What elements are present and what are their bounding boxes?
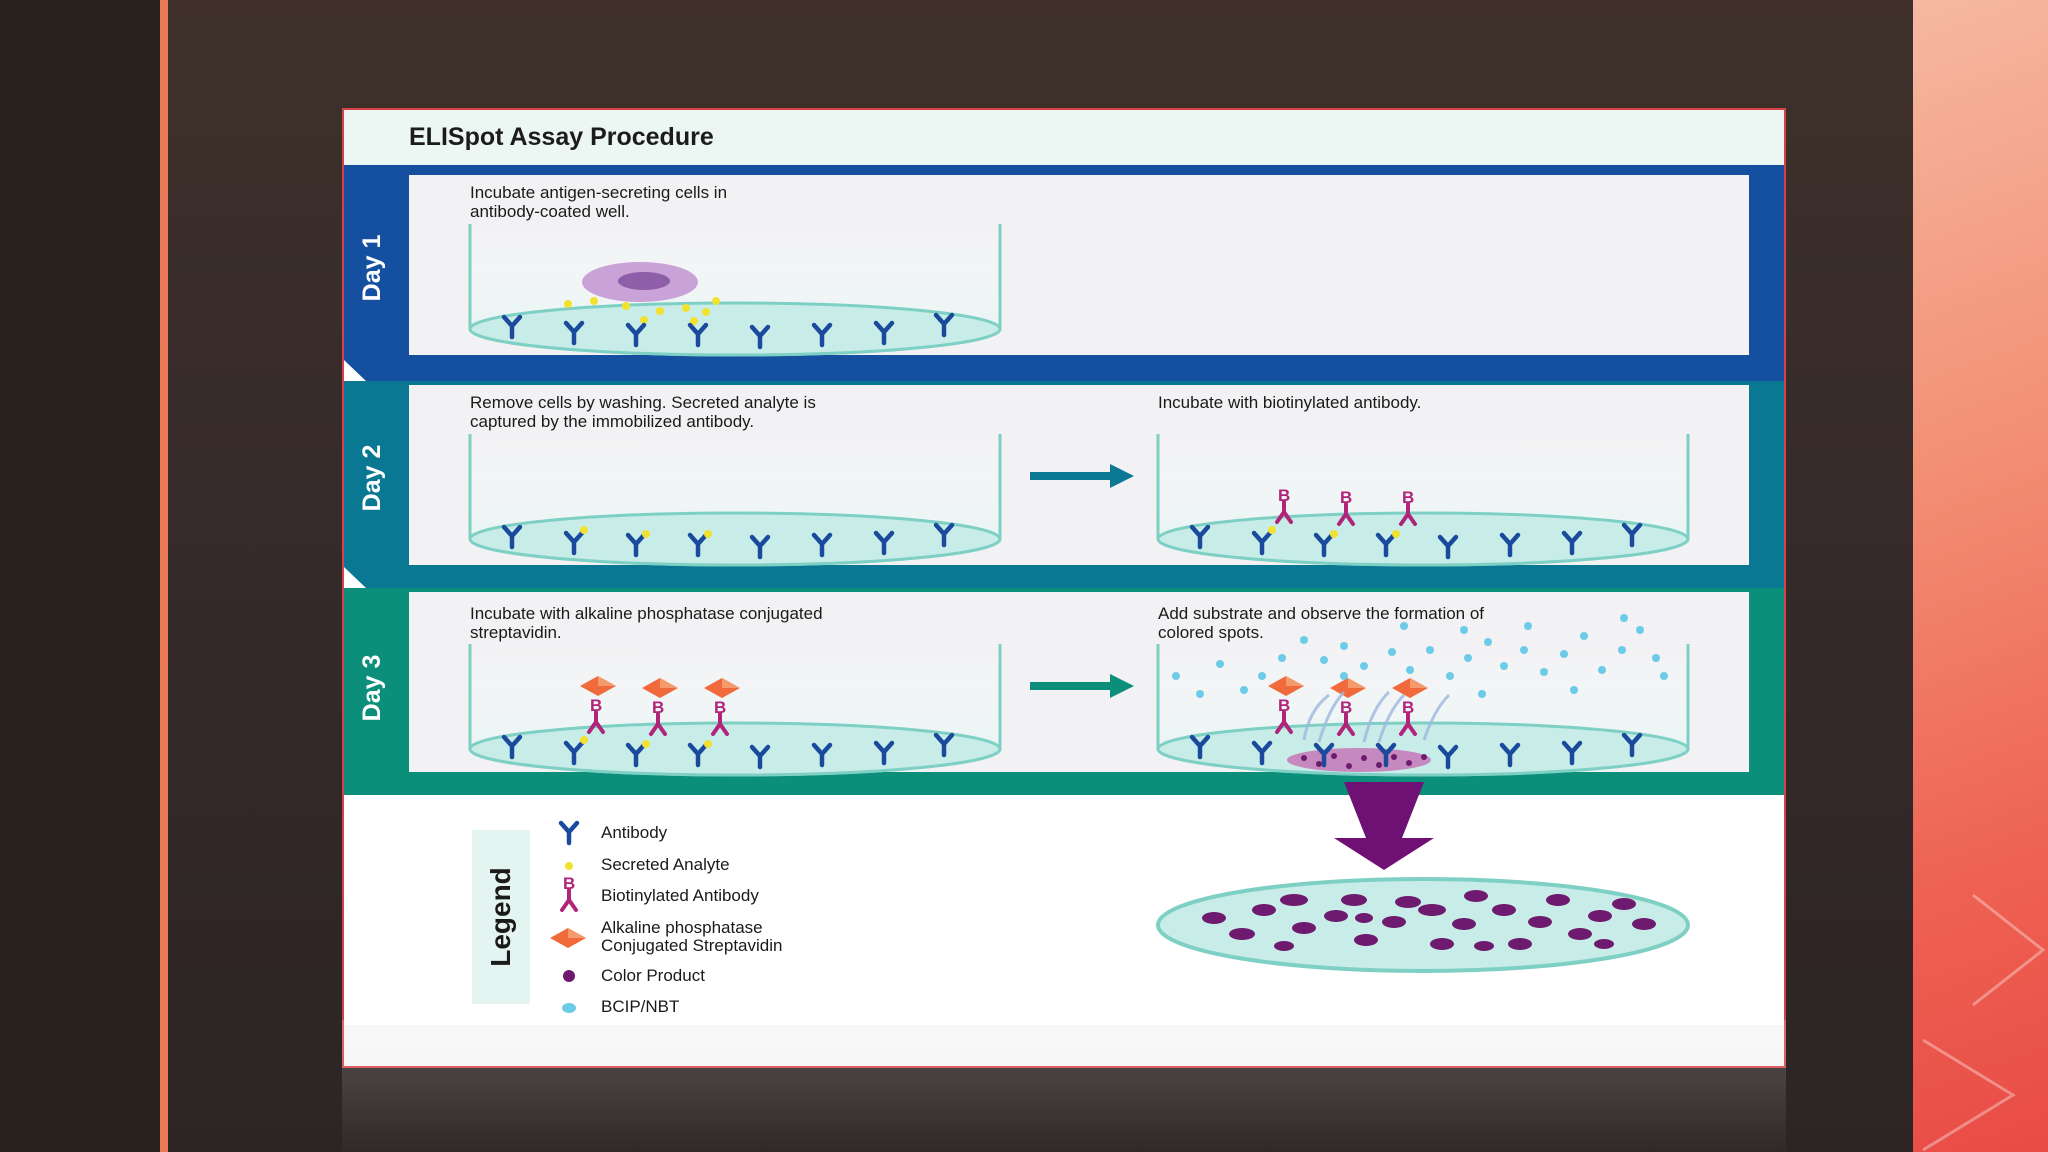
color-spots — [1202, 890, 1656, 951]
day1-well — [468, 224, 1002, 357]
yellow-dot-icon — [565, 862, 573, 870]
day2-caption-a-line1: Remove cells by washing. Secreted analyt… — [470, 393, 816, 412]
legend-streptavidin-label1: Alkaline phosphatase — [601, 918, 763, 937]
header-band — [344, 110, 1784, 170]
day3-caption-b-line2: colored spots. — [1158, 623, 1264, 642]
day2-well-a — [468, 434, 1002, 567]
legend: Legend Antibody Secreted Analyte Biotiny… — [472, 823, 782, 1016]
elispot-diagram: B ELISpot Assay Procedure Day 1 Incubate… — [344, 110, 1784, 1066]
substrate-dots — [1172, 614, 1668, 698]
purple-dot-icon — [563, 970, 575, 982]
card-reflection — [342, 1020, 1786, 1152]
legend-streptavidin-label2: Conjugated Streptavidin — [601, 936, 782, 955]
orange-accent-line — [160, 0, 168, 1152]
legend-biotin-label: Biotinylated Antibody — [601, 886, 759, 905]
legend-analyte-label: Secreted Analyte — [601, 855, 730, 874]
day3-caption-b-line1: Add substrate and observe the formation … — [1158, 604, 1484, 623]
day3-label: Day 3 — [358, 655, 386, 722]
legend-antibody-label: Antibody — [601, 823, 668, 842]
legend-bcip-label: BCIP/NBT — [601, 997, 679, 1016]
day3-caption-a-line2: streptavidin. — [470, 623, 562, 642]
day2-arrow-icon — [1030, 464, 1134, 488]
diagram-title: ELISpot Assay Procedure — [409, 123, 714, 151]
elispot-figure: B ELISpot Assay Procedure Day 1 Incubate… — [342, 108, 1786, 1068]
chevron-decoration-icon — [1922, 893, 2046, 1152]
day2-well-b — [1156, 434, 1690, 567]
blue-dot-icon — [562, 1003, 576, 1013]
result-arrow-icon — [1334, 782, 1434, 870]
day3-arrow-icon — [1030, 674, 1134, 698]
day2-caption-a-line2: captured by the immobilized antibody. — [470, 412, 754, 431]
day3-well-b — [1156, 614, 1690, 777]
day3-well-a — [468, 644, 1002, 777]
day2-caption-b-line1: Incubate with biotinylated antibody. — [1158, 393, 1421, 412]
secreted-analyte-dots — [564, 297, 720, 325]
result-plate — [1156, 877, 1690, 973]
day1-label: Day 1 — [358, 235, 386, 302]
day1-caption-line2: antibody-coated well. — [470, 202, 630, 221]
left-dark-band — [0, 0, 160, 1152]
legend-color-product-label: Color Product — [601, 966, 705, 985]
legend-heading: Legend — [485, 867, 516, 967]
day1-caption-line1: Incubate antigen-secreting cells in — [470, 183, 727, 202]
day3-caption-a-line1: Incubate with alkaline phosphatase conju… — [470, 604, 823, 623]
day2-label: Day 2 — [358, 445, 386, 512]
right-gradient-band — [1913, 0, 2048, 1152]
